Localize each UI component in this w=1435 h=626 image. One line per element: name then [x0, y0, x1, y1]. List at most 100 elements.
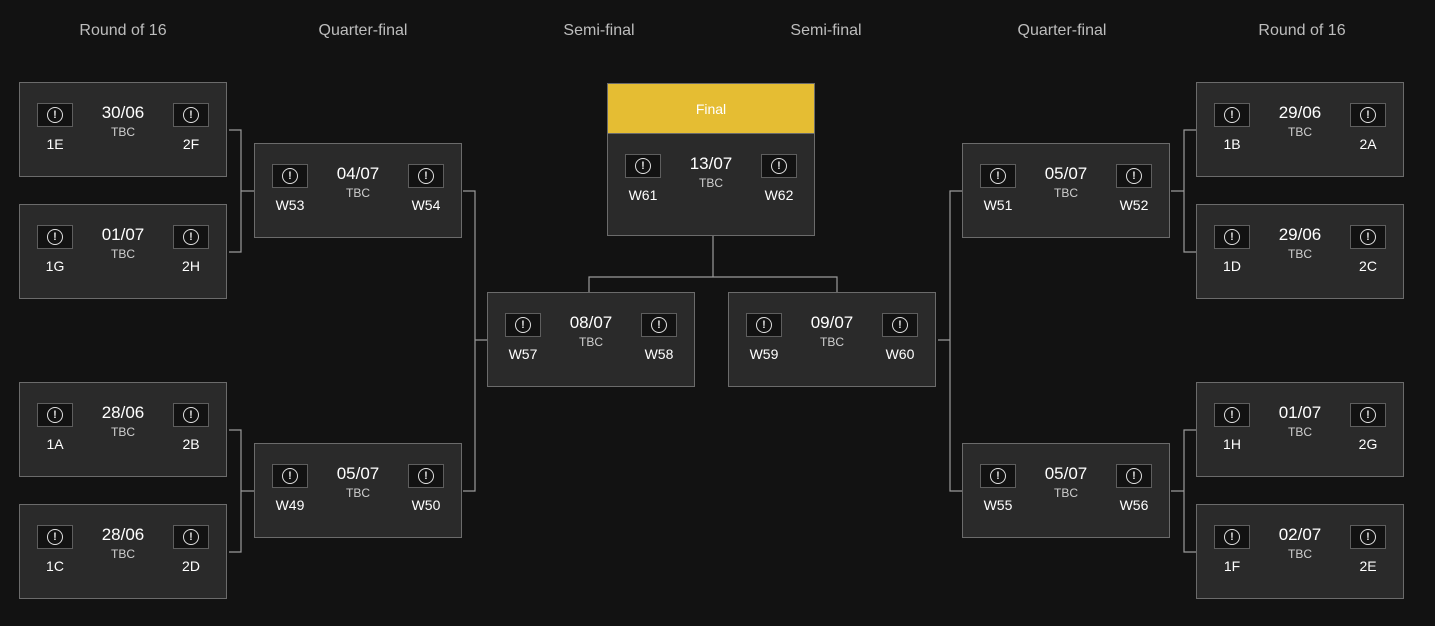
match-time: TBC — [1288, 247, 1312, 261]
match-date: 05/07 — [336, 464, 380, 483]
match-time: TBC — [1288, 425, 1312, 439]
team-code: W58 — [644, 346, 674, 362]
team-away[interactable]: ! 2D — [172, 525, 210, 577]
team-away[interactable]: !W60 — [881, 313, 919, 365]
team-badge: ! — [173, 403, 209, 427]
match-date: 30/06 — [101, 103, 145, 122]
team-badge: ! — [761, 154, 797, 178]
team-code: 1B — [1223, 136, 1241, 152]
round-label-r16-left: Round of 16 — [79, 22, 167, 39]
team-away[interactable]: !2E — [1349, 525, 1387, 577]
team-home[interactable]: !W53 — [271, 164, 309, 216]
match-date: 02/07 — [1278, 525, 1322, 544]
team-away[interactable]: !W54 — [407, 164, 445, 216]
team-code: W59 — [749, 346, 779, 362]
team-code: 1E — [46, 136, 64, 152]
team-code: 2D — [182, 558, 200, 574]
match-time: TBC — [111, 547, 135, 561]
alert-circle-icon: ! — [1360, 107, 1376, 123]
team-code: W56 — [1119, 497, 1149, 513]
alert-circle-icon: ! — [47, 529, 63, 545]
team-home[interactable]: !1H — [1213, 403, 1251, 455]
team-code: W51 — [983, 197, 1013, 213]
team-code: W52 — [1119, 197, 1149, 213]
alert-circle-icon: ! — [1360, 529, 1376, 545]
team-badge: ! — [408, 464, 444, 488]
team-away[interactable]: !2G — [1349, 403, 1387, 455]
team-away[interactable]: ! W56 — [1115, 464, 1153, 516]
team-away[interactable]: ! W52 — [1115, 164, 1153, 216]
team-badge: ! — [1116, 164, 1152, 188]
team-badge: ! — [272, 164, 308, 188]
match-date: 08/07 — [569, 313, 613, 332]
team-home[interactable]: ! 1A — [36, 403, 74, 455]
team-home[interactable]: ! W59 — [745, 313, 783, 365]
team-home[interactable]: !1C — [36, 525, 74, 577]
match-date: 13/07 — [689, 154, 733, 173]
team-home[interactable]: !1D — [1213, 225, 1251, 277]
alert-circle-icon: ! — [282, 168, 298, 184]
team-home[interactable]: !1F — [1213, 525, 1251, 577]
alert-circle-icon: ! — [47, 407, 63, 423]
team-home[interactable]: !W57 — [504, 313, 542, 365]
team-code: 1A — [46, 436, 64, 452]
team-code: 2A — [1359, 136, 1377, 152]
team-home[interactable]: ! W51 — [979, 164, 1017, 216]
alert-circle-icon: ! — [183, 107, 199, 123]
alert-circle-icon: ! — [282, 468, 298, 484]
alert-circle-icon: ! — [1224, 107, 1240, 123]
team-home[interactable]: ! W55 — [979, 464, 1017, 516]
team-away[interactable]: !2C — [1349, 225, 1387, 277]
team-home[interactable]: ! 1B — [1213, 103, 1251, 155]
round-label-qf-left: Quarter-final — [318, 22, 408, 39]
match-date: 28/06 — [101, 525, 145, 544]
alert-circle-icon: ! — [1360, 229, 1376, 245]
alert-circle-icon: ! — [990, 168, 1006, 184]
team-code: 2H — [182, 258, 200, 274]
team-home[interactable]: !1G — [36, 225, 74, 277]
team-away[interactable]: !W58 — [640, 313, 678, 365]
team-code: W55 — [983, 497, 1013, 513]
team-badge: ! — [746, 313, 782, 337]
team-badge: ! — [1214, 525, 1250, 549]
team-away[interactable]: ! 2A — [1349, 103, 1387, 155]
alert-circle-icon: ! — [1224, 529, 1240, 545]
team-away[interactable]: !2B — [172, 403, 210, 455]
match-time: TBC — [699, 176, 723, 190]
alert-circle-icon: ! — [1126, 468, 1142, 484]
team-away[interactable]: !2F — [172, 103, 210, 155]
team-home[interactable]: ! 1E — [36, 103, 74, 155]
alert-circle-icon: ! — [1224, 407, 1240, 423]
team-badge: ! — [37, 225, 73, 249]
team-home[interactable]: !W49 — [271, 464, 309, 516]
team-badge: ! — [37, 103, 73, 127]
match-date: 28/06 — [101, 403, 145, 422]
team-away[interactable]: !W62 — [760, 154, 798, 206]
match-time: TBC — [1288, 125, 1312, 139]
team-badge: ! — [980, 464, 1016, 488]
team-badge: ! — [37, 403, 73, 427]
team-badge: ! — [173, 525, 209, 549]
team-badge: ! — [1350, 525, 1386, 549]
match-date: 29/06 — [1278, 103, 1322, 122]
team-home[interactable]: !W61 — [624, 154, 662, 206]
round-label-sf-left: Semi-final — [563, 22, 635, 39]
team-code: W57 — [508, 346, 538, 362]
team-away[interactable]: !W50 — [407, 464, 445, 516]
team-away[interactable]: !2H — [172, 225, 210, 277]
